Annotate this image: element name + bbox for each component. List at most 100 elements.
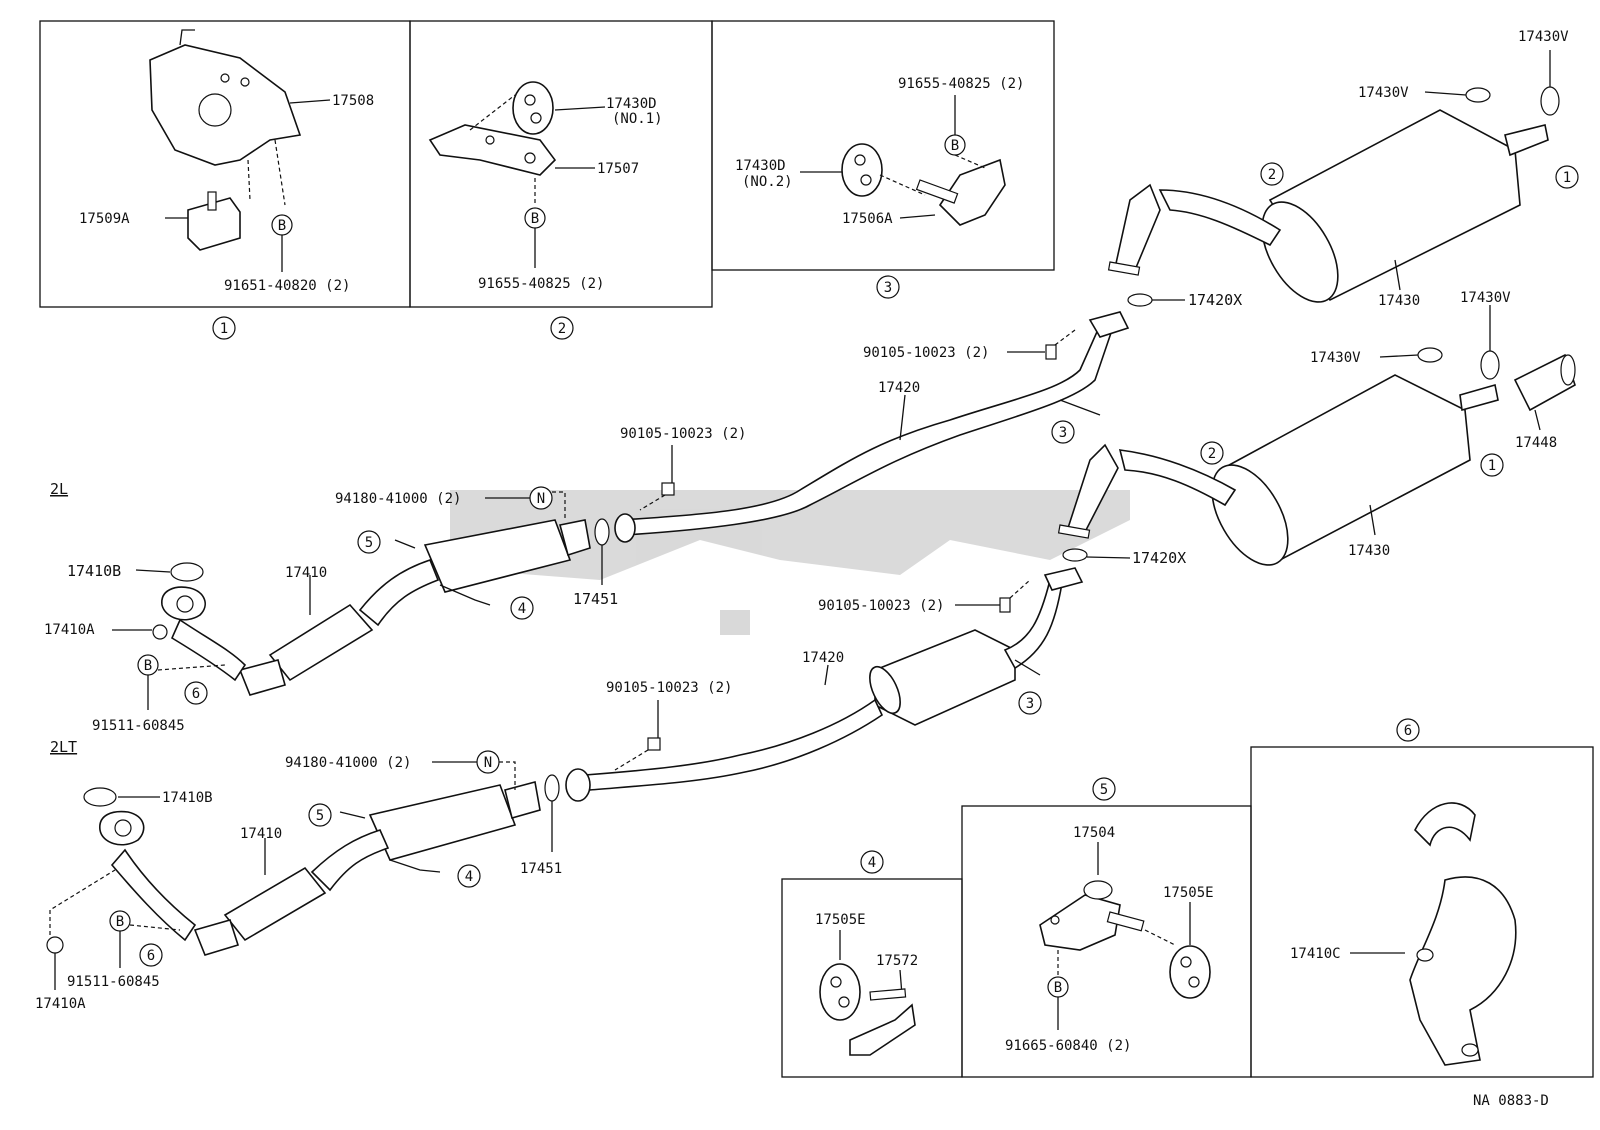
nut-17410A: [46, 936, 64, 954]
callout-3: [1018, 691, 1042, 715]
gasket-17420X: [1062, 548, 1088, 562]
callout-label: 4: [518, 601, 526, 617]
callout-label: 2: [1208, 446, 1216, 462]
ring-17430V: [1540, 86, 1560, 116]
hanger-17507: [428, 124, 557, 176]
gasket-17420X: [1127, 293, 1153, 307]
label-17420X-lower: 17420X: [1132, 549, 1186, 567]
callout-2: [1260, 162, 1284, 186]
insulator-17505E-box5: [1169, 945, 1211, 999]
callout-box-2: [550, 316, 574, 340]
bracket-17504: [1039, 880, 1145, 951]
callout-label: 5: [365, 535, 373, 551]
callout-1: [1480, 453, 1504, 477]
label-90105-10023-c: 90105-10023 (2): [818, 598, 944, 614]
label-17410B-lower: 17410B: [162, 790, 213, 806]
label-17410-upper: 17410: [285, 565, 327, 581]
callout-box-4: [860, 850, 884, 874]
label-17430D-no1: 17430D: [606, 96, 657, 112]
label-17451-lower: 17451: [520, 861, 562, 877]
bolt-letter: B: [144, 658, 152, 674]
callout-label: 4: [868, 855, 876, 871]
label-91655-40825-box2: 91655-40825 (2): [478, 276, 604, 292]
section-2lt: 2LT: [50, 738, 77, 756]
callout-label: 3: [1026, 696, 1034, 712]
gasket-17451: [594, 518, 610, 546]
label-17420-upper: 17420: [878, 380, 920, 396]
label-94180-41000-lower: 94180-41000 (2): [285, 755, 411, 771]
label-17448: 17448: [1515, 435, 1557, 451]
label-17572: 17572: [876, 953, 918, 969]
label-17410A-upper: 17410A: [44, 622, 95, 638]
converter-2l: [423, 519, 572, 593]
bolt-letter: B: [1054, 980, 1062, 996]
label-17410C: 17410C: [1290, 946, 1341, 962]
callout-4: [457, 864, 481, 888]
callout-label: 4: [465, 869, 473, 885]
detail-box-5: [961, 805, 1252, 1078]
label-17430V-1: 17430V: [1358, 85, 1409, 101]
bracket-17508: [149, 29, 302, 166]
label-90105-10023-a: 90105-10023 (2): [863, 345, 989, 361]
bolt-letter: B: [951, 138, 959, 154]
label-90105-10023-b: 90105-10023 (2): [620, 426, 746, 442]
nut-17410A: [152, 624, 168, 640]
bolt-90105: [661, 482, 675, 496]
label-90105-10023-d: 90105-10023 (2): [606, 680, 732, 696]
flange: [614, 513, 636, 543]
insulator-17505E: [819, 963, 861, 1021]
label-17430-upper: 17430: [1378, 293, 1420, 309]
label-17410B-upper: 17410B: [67, 562, 121, 580]
label-17451-upper: 17451: [573, 590, 618, 608]
callout-3: [1051, 420, 1075, 444]
callout-label: 2: [558, 321, 566, 337]
detail-box-6: [1250, 746, 1594, 1078]
center-pipe-17420-upper: [618, 323, 1113, 536]
callout-4: [510, 596, 534, 620]
insulator-17430D-no2: [841, 143, 883, 197]
callout-6: [139, 943, 163, 967]
callout-box-1: [212, 316, 236, 340]
center-pipe-17420-lower: [583, 698, 884, 791]
gasket-17451: [544, 774, 560, 802]
tail-muffler-17430-lower: [1057, 374, 1499, 566]
callout-5: [308, 803, 332, 827]
callout-label: 6: [147, 948, 155, 964]
bolt-90105: [999, 597, 1011, 613]
tail-tip-17448: [1513, 353, 1576, 412]
heat-shield-17410C: [1409, 802, 1517, 1066]
callout-label: 5: [316, 808, 324, 824]
callout-box-3: [876, 275, 900, 299]
section-2l: 2L: [50, 480, 68, 498]
label-17509A: 17509A: [79, 211, 130, 227]
callout-box-6: [1396, 718, 1420, 742]
label-17420-lower: 17420: [802, 650, 844, 666]
callout-label: 6: [1404, 723, 1412, 739]
bolt-90105: [647, 737, 661, 751]
diagram-code: NA 0883-D: [1473, 1093, 1549, 1109]
callout-label: 1: [1488, 458, 1496, 474]
flange: [565, 768, 591, 802]
label-17504: 17504: [1073, 825, 1115, 841]
callout-label: 2: [1268, 167, 1276, 183]
callout-label: 3: [884, 280, 892, 296]
label-17430V-4: 17430V: [1460, 290, 1511, 306]
bolt-letter: B: [531, 211, 539, 227]
bolt-90105: [1045, 344, 1057, 360]
label-17506A: 17506A: [842, 211, 893, 227]
label-17430D-no2-sub: (NO.2): [742, 174, 793, 190]
callout-box-5: [1092, 777, 1116, 801]
tail-muffler-17430-upper: [1107, 109, 1549, 303]
bolt-letter: B: [278, 218, 286, 234]
label-17430D-no1-sub: (NO.1): [612, 111, 663, 127]
label-17410-lower: 17410: [240, 826, 282, 842]
label-17505E-box5: 17505E: [1163, 885, 1214, 901]
callout-label: 3: [1059, 425, 1067, 441]
callout-1: [1555, 165, 1579, 189]
insulator-17430D-no1: [512, 81, 554, 135]
label-17430-lower: 17430: [1348, 543, 1390, 559]
label-94180-41000-upper: 94180-41000 (2): [335, 491, 461, 507]
label-17507: 17507: [597, 161, 639, 177]
mount-17509A: [187, 191, 241, 251]
